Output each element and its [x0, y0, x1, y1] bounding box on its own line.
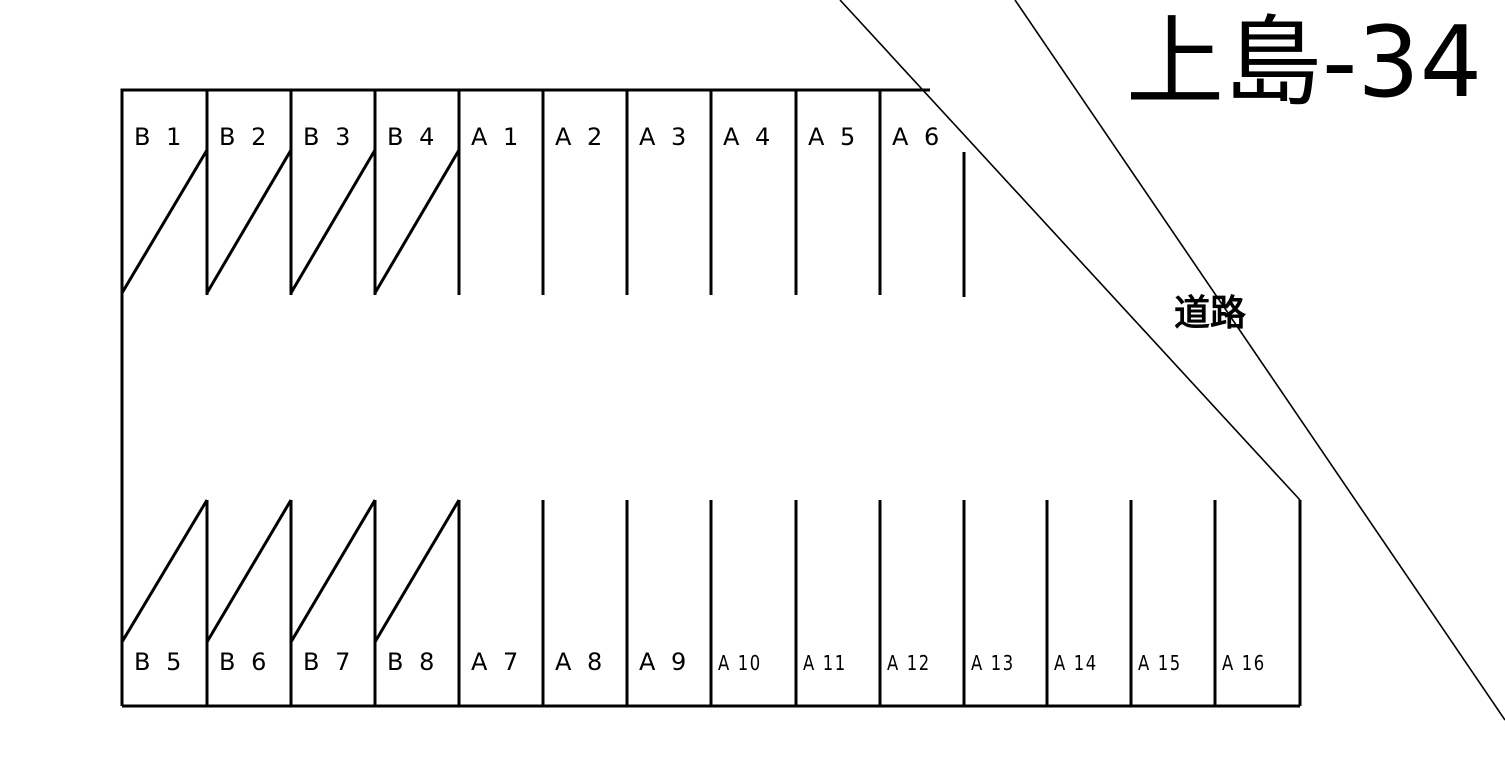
stall-label: A 10 — [718, 651, 762, 675]
stall-label: A 2 — [555, 123, 607, 151]
stall-label: B 5 — [134, 648, 186, 676]
stall-diagonal-top — [120, 149, 209, 294]
stall-label: A 13 — [971, 651, 1015, 675]
stall-label: A 12 — [887, 651, 931, 675]
stall-label: A 11 — [803, 651, 847, 675]
stall-label: B 2 — [219, 123, 271, 151]
stall-label: B 7 — [303, 648, 355, 676]
stall-label: A 5 — [808, 123, 860, 151]
stall-diagonal-bottom — [373, 499, 461, 643]
road-edge-right — [1014, 0, 1505, 721]
stall-label: B 3 — [303, 123, 355, 151]
stall-label: A 9 — [639, 648, 691, 676]
stall-diagonal-top — [289, 149, 377, 294]
stall-diagonal-top — [373, 149, 461, 294]
stall-diagonal-bottom — [289, 499, 377, 643]
stall-label: B 4 — [387, 123, 439, 151]
road-edge-left — [839, 0, 1301, 501]
stall-diagonal-bottom — [120, 499, 209, 643]
stall-label: A 7 — [471, 648, 523, 676]
stall-label: A 4 — [723, 123, 775, 151]
stall-label: A 1 — [471, 123, 523, 151]
stall-label: B 6 — [219, 648, 271, 676]
stall-label: A 15 — [1138, 651, 1182, 675]
stall-diagonal-top — [205, 149, 293, 294]
stall-label: A 16 — [1222, 651, 1266, 675]
stall-diagonal-bottom — [205, 499, 293, 643]
stall-label: A 14 — [1054, 651, 1098, 675]
stall-label: A 8 — [555, 648, 607, 676]
road-label: 道路 — [1174, 293, 1247, 334]
stall-label: A 3 — [639, 123, 691, 151]
lot-top-edge — [120, 88, 930, 706]
stall-label: A 6 — [892, 123, 944, 151]
page-title: 上島-34 — [1126, 6, 1483, 120]
stall-label: B 8 — [387, 648, 439, 676]
stall-label: B 1 — [134, 123, 186, 151]
road — [839, 0, 1505, 721]
